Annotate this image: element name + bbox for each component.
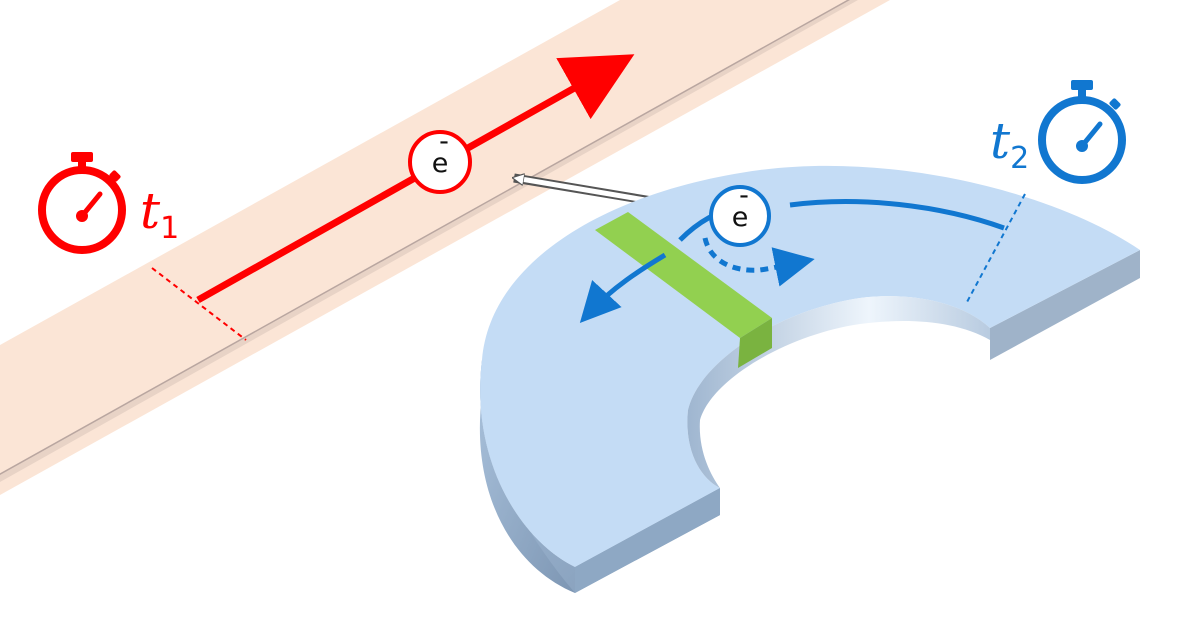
linear-track — [0, 0, 890, 495]
electron-label: e — [732, 202, 749, 233]
linear-time-label: t1 — [140, 182, 179, 246]
electron-charge: - — [739, 180, 749, 211]
linear-track-side — [0, 0, 858, 482]
linear-electron-path — [196, 54, 635, 304]
electron-circle — [408, 130, 472, 194]
ring-tunneling-arrow — [702, 237, 815, 287]
electron-charge: - — [439, 126, 449, 157]
barrier-top — [595, 212, 772, 338]
ring-end-face-right — [990, 250, 1140, 360]
electron-label: e — [432, 148, 449, 179]
linear-track-top — [0, 0, 890, 495]
ring-structure — [479, 165, 1140, 593]
linear-electron: e - — [408, 126, 472, 194]
stopwatch-icon — [1038, 80, 1126, 184]
electron-circle — [709, 185, 771, 247]
ring-backward-arrow — [579, 252, 667, 324]
ring-end-marker — [966, 193, 1026, 303]
ring-end-face-left — [575, 488, 720, 593]
stopwatch-icon — [38, 152, 126, 254]
barrier-side — [738, 318, 772, 368]
tunnel-barrier — [595, 212, 772, 368]
ring-top-surface — [480, 165, 1140, 567]
ring-time-label: t2 — [990, 112, 1029, 176]
ring-electron: e - — [709, 180, 771, 247]
linear-start-marker — [151, 267, 247, 341]
